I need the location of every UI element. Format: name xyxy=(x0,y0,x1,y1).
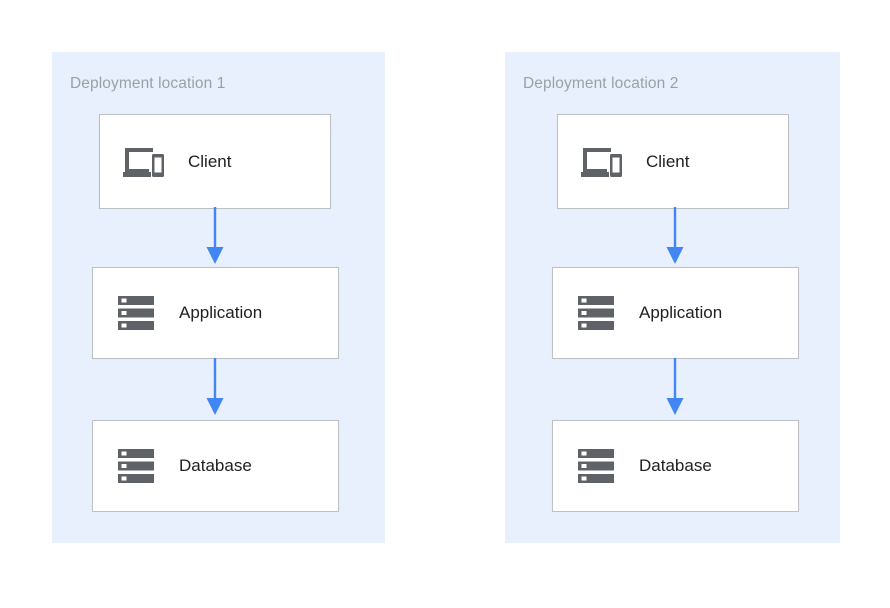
deployment-location-1-panel: Deployment location 1 Client xyxy=(52,52,385,543)
node-label-client-location-1: Client xyxy=(188,151,232,171)
node-application-location-1[interactable]: Application xyxy=(92,267,339,359)
server-rack-icon xyxy=(115,293,159,333)
arrow-client-to-application-location-2 xyxy=(664,207,686,267)
node-label-client-location-2: Client xyxy=(646,151,690,171)
deployment-location-2-title: Deployment location 2 xyxy=(523,75,679,92)
node-client-location-1[interactable]: Client xyxy=(99,114,331,209)
server-rack-icon xyxy=(575,293,619,333)
arrow-application-to-database-location-1 xyxy=(204,358,226,418)
node-label-application-location-2: Application xyxy=(639,303,723,322)
devices-icon xyxy=(122,145,166,179)
server-rack-icon xyxy=(115,446,159,486)
node-database-location-1[interactable]: Database xyxy=(92,420,339,512)
node-application-location-2[interactable]: Application xyxy=(552,267,799,359)
arrow-client-to-application-location-1 xyxy=(204,207,226,267)
node-label-database-location-1: Database xyxy=(179,456,252,475)
node-label-application-location-1: Application xyxy=(179,303,263,322)
arrow-application-to-database-location-2 xyxy=(664,358,686,418)
deployment-location-2-panel: Deployment location 2 Client xyxy=(505,52,840,543)
node-label-database-location-2: Database xyxy=(639,456,712,475)
server-rack-icon xyxy=(575,446,619,486)
node-database-location-2[interactable]: Database xyxy=(552,420,799,512)
devices-icon xyxy=(580,145,624,179)
node-client-location-2[interactable]: Client xyxy=(557,114,789,209)
deployment-location-1-title: Deployment location 1 xyxy=(70,75,226,92)
